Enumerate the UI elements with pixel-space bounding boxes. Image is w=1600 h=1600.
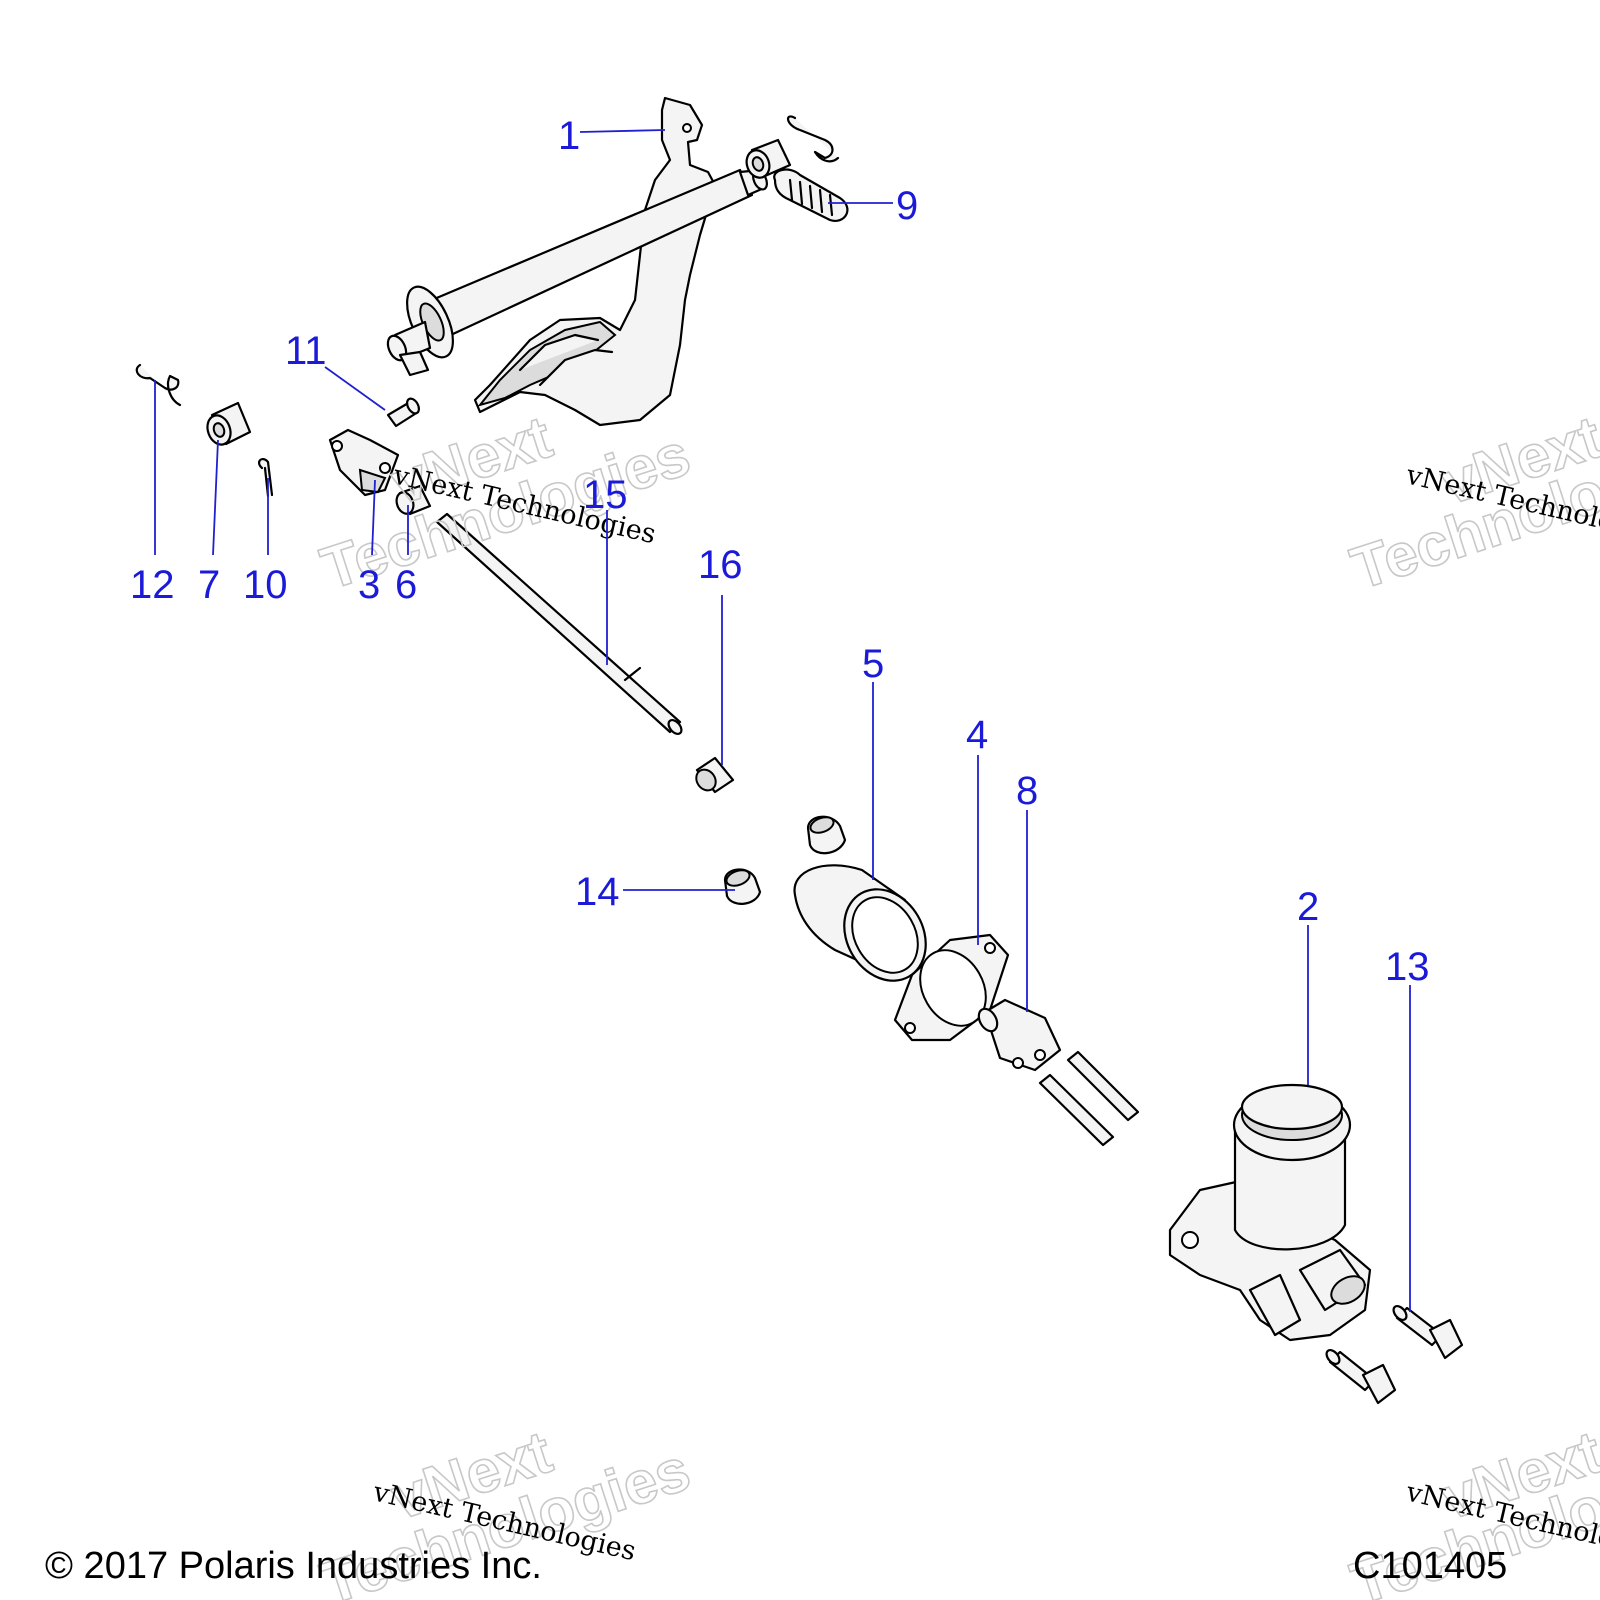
hair-clip-top [787, 115, 840, 163]
cotter-pin [258, 458, 274, 498]
copyright-notice: © 2017 Polaris Industries Inc. [45, 1545, 542, 1587]
grommet-upper [806, 815, 847, 855]
brake-pedal-assembly [386, 96, 768, 427]
mounting-bolt-lower [1325, 1348, 1397, 1405]
leader-3 [371, 479, 376, 556]
leader-1 [579, 129, 666, 133]
leader-11 [324, 366, 386, 411]
callout-11: 11 [285, 329, 327, 373]
callout-9: 9 [896, 184, 918, 228]
leader-7 [212, 439, 219, 556]
callout-14: 14 [575, 870, 620, 914]
callout-15: 15 [583, 473, 628, 517]
rod-nut [695, 756, 735, 794]
callout-13: 13 [1385, 945, 1430, 989]
clevis [328, 428, 400, 497]
callout-12: 12 [130, 563, 175, 607]
clevis-pin [386, 397, 420, 428]
hair-clip-left [135, 363, 182, 407]
bushing-left [206, 401, 252, 446]
master-cylinder [1168, 1083, 1372, 1342]
return-spring [773, 168, 849, 222]
callout-2: 2 [1297, 885, 1319, 929]
mounting-bolt-upper [1392, 1304, 1464, 1360]
dust-boot [793, 864, 927, 982]
callout-5: 5 [862, 642, 884, 686]
callout-1: 1 [558, 114, 580, 158]
push-rod [435, 512, 683, 736]
grommet-lower [723, 868, 762, 905]
adapter-block [977, 998, 1062, 1072]
callout-labels: 1 9 11 12 7 10 3 6 15 16 5 4 8 14 2 13 [130, 114, 1430, 989]
callout-4: 4 [966, 713, 988, 757]
figure-code: C101405 [1353, 1545, 1507, 1587]
callout-6: 6 [395, 563, 417, 607]
watermark-2: vNext Technologies vNext Technologies [1343, 402, 1600, 603]
callout-7: 7 [198, 563, 220, 607]
callout-8: 8 [1016, 769, 1038, 813]
bushing-top [745, 138, 792, 179]
callout-3: 3 [358, 563, 380, 607]
callout-10: 10 [243, 563, 288, 607]
leader-lines [154, 129, 1411, 1312]
callout-16: 16 [698, 543, 743, 587]
dowel-pins [1038, 1050, 1140, 1147]
